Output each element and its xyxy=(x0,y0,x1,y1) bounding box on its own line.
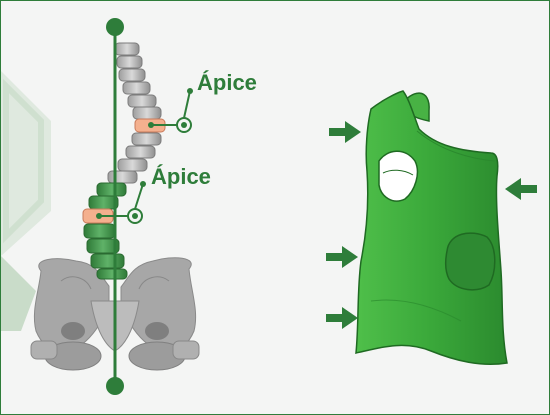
background-decoration xyxy=(1,71,51,331)
vertebra-green xyxy=(86,238,120,254)
pelvis xyxy=(30,257,200,371)
pressure-arrow-left-lower xyxy=(326,307,358,329)
apex-label-upper: Ápice xyxy=(197,70,257,95)
apex-label-lower: Ápice xyxy=(151,164,211,189)
vertebra-gray xyxy=(116,55,143,69)
vertebra-gray xyxy=(114,42,140,56)
pressure-arrow-right-middle xyxy=(505,178,537,200)
vertebra-green xyxy=(90,253,125,269)
vertebra-green xyxy=(83,223,116,239)
vertebra-gray xyxy=(107,170,138,184)
vertebra-gray xyxy=(117,158,148,172)
vertebra-gray xyxy=(132,106,162,120)
vertebra-gray xyxy=(125,145,156,159)
brace xyxy=(355,90,508,366)
vertebra-gray xyxy=(122,81,151,95)
vertebra-gray xyxy=(131,132,162,146)
vertebra-green xyxy=(96,182,127,197)
spine xyxy=(82,42,166,280)
vertebra-gray xyxy=(118,68,146,82)
plumb-line-icon xyxy=(106,18,124,395)
vertebra-green xyxy=(96,268,128,280)
apex-marker-lower: Ápice xyxy=(96,164,211,224)
pressure-arrow-left-middle xyxy=(326,246,358,268)
vertebra-gray xyxy=(127,94,157,108)
pressure-arrow-left-upper xyxy=(329,121,361,143)
apex-marker-upper: Ápice xyxy=(148,70,257,133)
